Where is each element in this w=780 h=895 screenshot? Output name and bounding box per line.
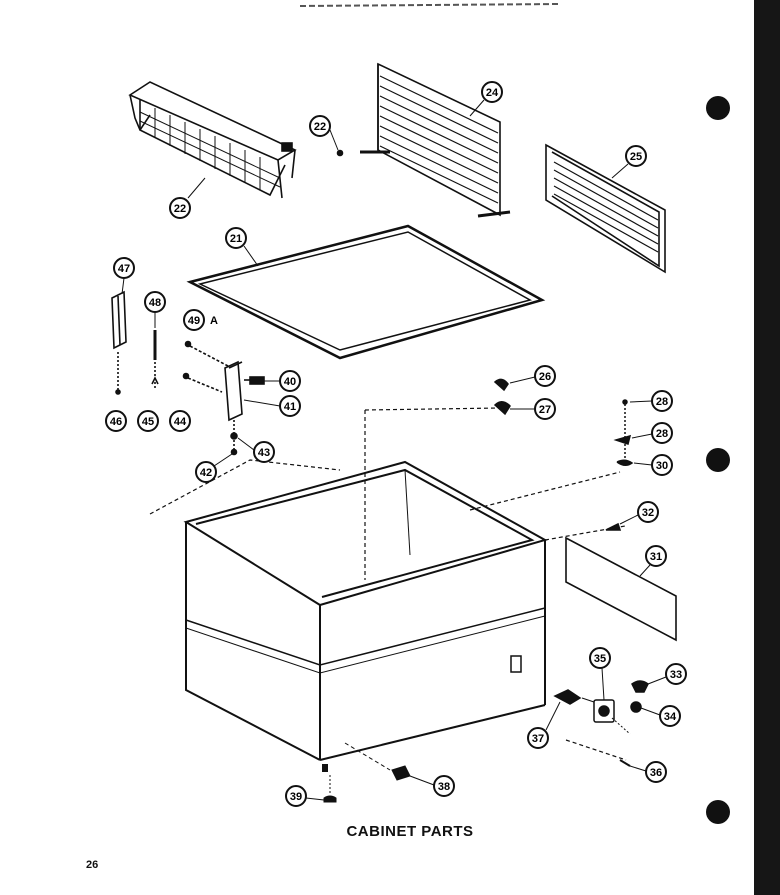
callout-36-label: 36 bbox=[650, 767, 662, 779]
mounting-hardware bbox=[364, 378, 634, 580]
callout-25-label: 25 bbox=[630, 151, 642, 163]
scan-edge bbox=[754, 0, 780, 895]
side-panel bbox=[545, 143, 666, 274]
callout-26-label: 26 bbox=[539, 371, 551, 383]
leader-lines bbox=[121, 99, 629, 467]
callout-40-label: 40 bbox=[284, 376, 296, 388]
callout-36: 36 bbox=[629, 761, 667, 783]
callout-38: 38 bbox=[409, 775, 455, 797]
callout-28-top: 28 bbox=[629, 390, 673, 412]
cabinet-body bbox=[183, 460, 548, 803]
callout-31-label: 31 bbox=[650, 551, 662, 563]
callout-41-label: 41 bbox=[284, 401, 296, 413]
callout-34: 34 bbox=[640, 705, 681, 727]
wire-basket bbox=[128, 81, 297, 199]
callout-41: 41 bbox=[279, 395, 301, 417]
callout-27-label: 27 bbox=[539, 404, 551, 416]
callout-27: 27 bbox=[510, 398, 556, 420]
access-panel bbox=[544, 522, 677, 642]
callout-45-label: 45 bbox=[142, 416, 154, 428]
scan-noise bbox=[299, 3, 561, 7]
callout-22-top-label: 22 bbox=[174, 203, 186, 215]
callout-35-label: 35 bbox=[594, 653, 606, 665]
callout-22-top: 22 bbox=[169, 197, 191, 219]
callout-42-label: 42 bbox=[200, 467, 212, 479]
hinge-assembly bbox=[111, 290, 341, 515]
callout-28-top-label: 28 bbox=[656, 396, 668, 408]
callout-49-label: 49 bbox=[188, 315, 200, 327]
callout-47: 47 bbox=[113, 257, 135, 279]
punch-hole-bottom bbox=[706, 800, 730, 824]
callout-28-mid: 28 bbox=[631, 422, 673, 444]
callout-39: 39 bbox=[285, 785, 325, 807]
callout-46: 46 bbox=[105, 410, 127, 432]
callout-21: 21 bbox=[225, 227, 247, 249]
thermostat-control bbox=[553, 680, 649, 767]
page-number: 26 bbox=[86, 859, 99, 871]
callout-30-label: 30 bbox=[656, 460, 668, 472]
callout-48-label: 48 bbox=[149, 297, 161, 309]
callout-42: 42 bbox=[195, 461, 217, 483]
callout-28-mid-label: 28 bbox=[656, 428, 668, 440]
callout-24: 24 bbox=[481, 81, 503, 103]
lid-gasket bbox=[186, 224, 546, 360]
callout-44-label: 44 bbox=[174, 416, 187, 428]
callout-37-label: 37 bbox=[532, 733, 544, 745]
callout-21-label: 21 bbox=[230, 233, 242, 245]
callout-49-suffix: A bbox=[210, 315, 218, 327]
callout-43: 43 bbox=[253, 441, 275, 463]
callout-33-label: 33 bbox=[670, 669, 682, 681]
callout-31: 31 bbox=[639, 545, 667, 577]
callout-39-label: 39 bbox=[290, 791, 302, 803]
callout-24-label: 24 bbox=[486, 87, 499, 99]
callout-49: 49 A bbox=[183, 309, 218, 331]
callout-35: 35 bbox=[589, 647, 611, 701]
punch-hole-middle bbox=[706, 448, 730, 472]
punch-hole-top bbox=[706, 96, 730, 120]
callout-22-small-label: 22 bbox=[314, 121, 326, 133]
callout-37: 37 bbox=[527, 701, 561, 749]
callout-46-label: 46 bbox=[110, 416, 122, 428]
callout-22-small: 22 bbox=[309, 115, 331, 137]
callout-40: 40 bbox=[279, 370, 301, 392]
callout-26: 26 bbox=[509, 365, 556, 387]
callout-32: 32 bbox=[619, 501, 659, 525]
callout-47-label: 47 bbox=[118, 263, 130, 275]
callout-48: 48 bbox=[144, 291, 166, 313]
callout-43-label: 43 bbox=[258, 447, 270, 459]
callout-33: 33 bbox=[647, 663, 687, 685]
callout-38-label: 38 bbox=[438, 781, 450, 793]
divider-panel bbox=[336, 62, 511, 218]
callout-32-label: 32 bbox=[642, 507, 654, 519]
callout-25: 25 bbox=[625, 145, 647, 167]
diagram-title: CABINET PARTS bbox=[346, 823, 474, 840]
callout-45: 45 bbox=[137, 410, 159, 432]
callout-30: 30 bbox=[633, 454, 673, 476]
callout-44: 44 bbox=[169, 410, 191, 432]
callout-34-label: 34 bbox=[664, 711, 677, 723]
